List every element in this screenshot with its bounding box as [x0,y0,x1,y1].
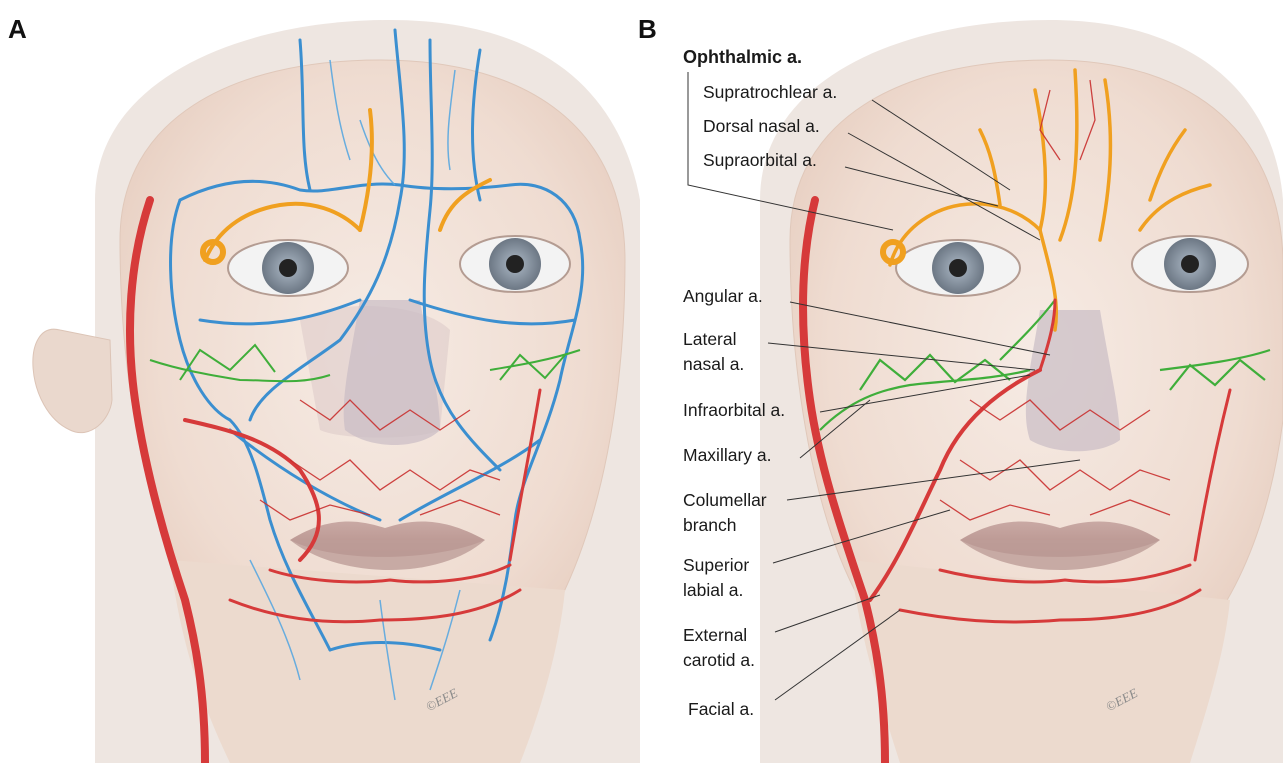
label-angular: Angular a. [683,284,763,309]
neck [170,560,565,763]
label-ophthalmic: Ophthalmic a. [683,45,802,70]
panel-a-illustration [33,20,640,763]
label-infraorbital: Infraorbital a. [683,398,785,423]
label-facial: Facial a. [688,697,754,722]
panel-a-letter: A [8,14,27,45]
label-dorsal-nasal: Dorsal nasal a. [703,114,820,139]
label-supraorbital: Supraorbital a. [703,148,817,173]
eye-left-b [1132,236,1248,292]
label-columellar: Columellar branch [683,488,767,538]
label-supratrochlear: Supratrochlear a. [703,80,837,105]
eye-left-a [460,236,570,292]
ear [33,329,112,432]
label-lateral-nasal: Lateral nasal a. [683,327,744,377]
panel-b-letter: B [638,14,657,45]
eye-right-b [896,240,1020,296]
eye-right-a [228,240,348,296]
label-superior-labial: Superior labial a. [683,553,749,603]
label-external-carotid: External carotid a. [683,623,755,673]
label-maxillary: Maxillary a. [683,443,772,468]
